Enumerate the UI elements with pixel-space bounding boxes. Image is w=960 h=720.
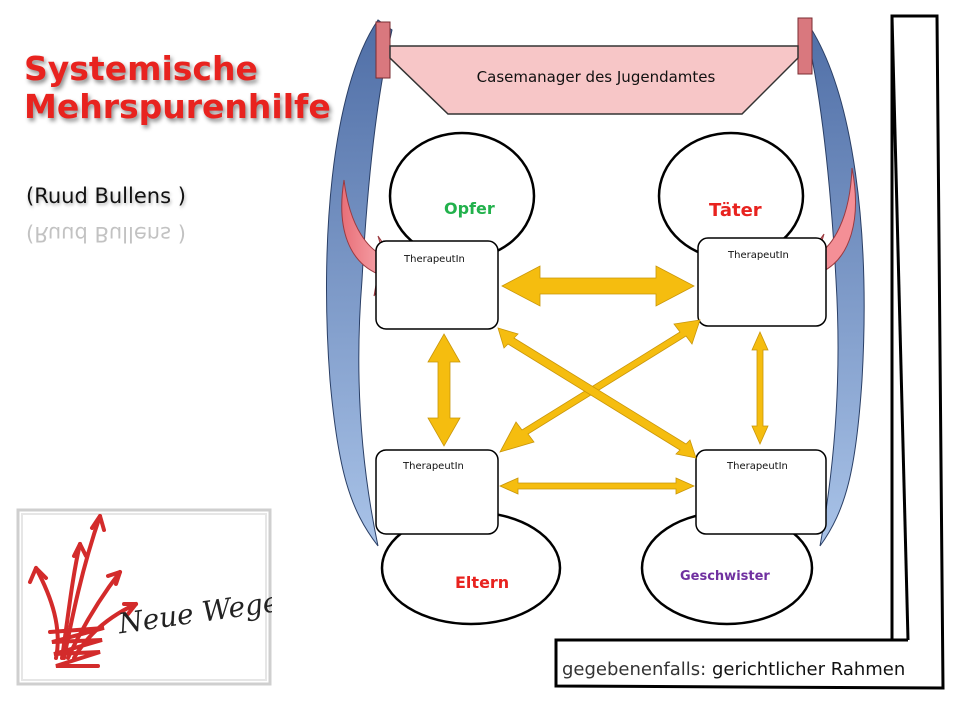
logo-reflection: [16, 688, 272, 720]
arrow-diagonal-thin: [497, 327, 697, 459]
arrow-right-vertical: [751, 331, 769, 445]
arrow-diagonal-thick: [499, 319, 701, 453]
client-label-eltern: Eltern: [455, 573, 509, 592]
client-ellipse-opfer: [388, 131, 536, 261]
therapist-label-opfer: TherapeutIn: [403, 254, 465, 265]
frame-caption-part1: gegebenenfalls:: [562, 659, 707, 680]
frame-caption-part2: gerichtlicher Rahmen: [711, 659, 906, 680]
right-side-band: [803, 17, 865, 547]
client-label-opfer: Opfer: [444, 199, 495, 218]
arrow-top-horizontal: [501, 265, 695, 307]
therapist-label-taeter: TherapeutIn: [727, 250, 789, 261]
subtitle: (Ruud Bullens ): [26, 184, 186, 208]
court-frame: [554, 14, 945, 690]
therapist-box-taeter: [697, 237, 827, 327]
arrow-bottom-horizontal: [499, 477, 695, 495]
slide-title: Systemische Mehrspurenhilfe: [24, 50, 331, 126]
casemanager-banner: [389, 45, 799, 115]
therapist-box-geschwister: [695, 449, 827, 535]
client-label-taeter: Täter: [709, 200, 762, 221]
client-label-geschwister: Geschwister: [680, 569, 770, 584]
therapist-box-opfer: [375, 240, 499, 330]
casemanager-label: Casemanager des Jugendamtes: [477, 68, 716, 86]
court-frame-caption: gegebenenfalls: gerichtlicher Rahmen: [562, 659, 905, 680]
neue-wege-logo: Neue Wege: [16, 508, 272, 686]
banner-left-cap: [375, 21, 391, 79]
therapist-box-eltern: [375, 449, 499, 535]
court-frame-inner: [890, 15, 910, 641]
title-line-2: Mehrspurenhilfe: [24, 87, 331, 126]
therapist-label-geschwister: TherapeutIn: [726, 461, 788, 472]
title-line-1: Systemische: [24, 49, 258, 88]
therapist-label-eltern: TherapeutIn: [402, 461, 464, 472]
left-side-band: [326, 19, 393, 547]
arrow-left-vertical: [427, 333, 461, 447]
banner-right-cap: [797, 17, 813, 75]
